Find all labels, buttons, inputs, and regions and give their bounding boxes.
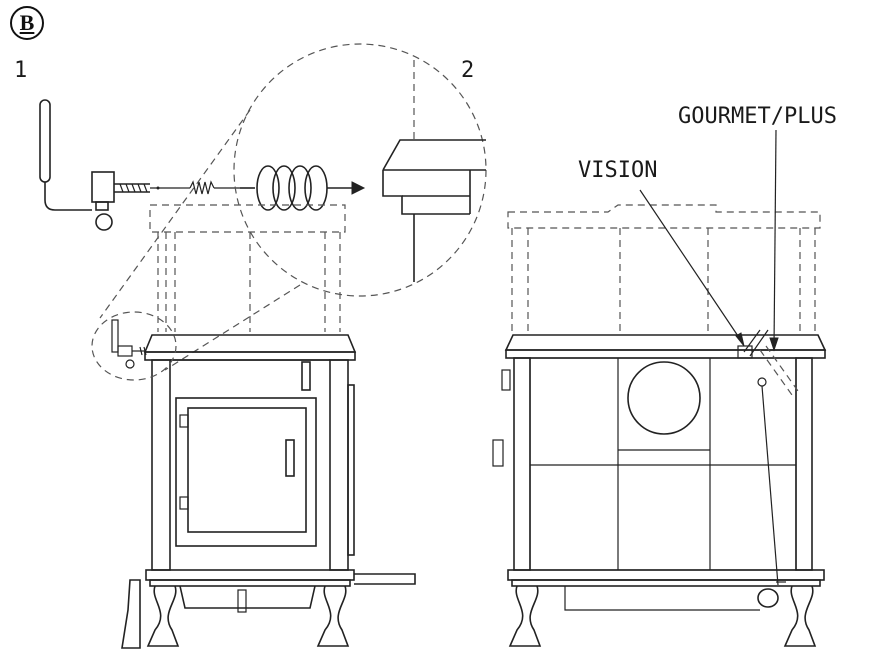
spring-coil-large (240, 165, 366, 211)
vision-label: VISION (578, 158, 658, 183)
right-stove (492, 129, 827, 647)
crank-handle (39, 99, 180, 231)
step-2-label: 2 (461, 58, 475, 83)
step-1-label: 1 (14, 58, 28, 83)
gourmet-plus-label: GOURMET/PLUS (678, 104, 837, 129)
panel-badge: B (10, 6, 44, 40)
spring-small (180, 180, 240, 195)
top-plate-detail (382, 60, 486, 282)
left-stove (91, 204, 416, 649)
